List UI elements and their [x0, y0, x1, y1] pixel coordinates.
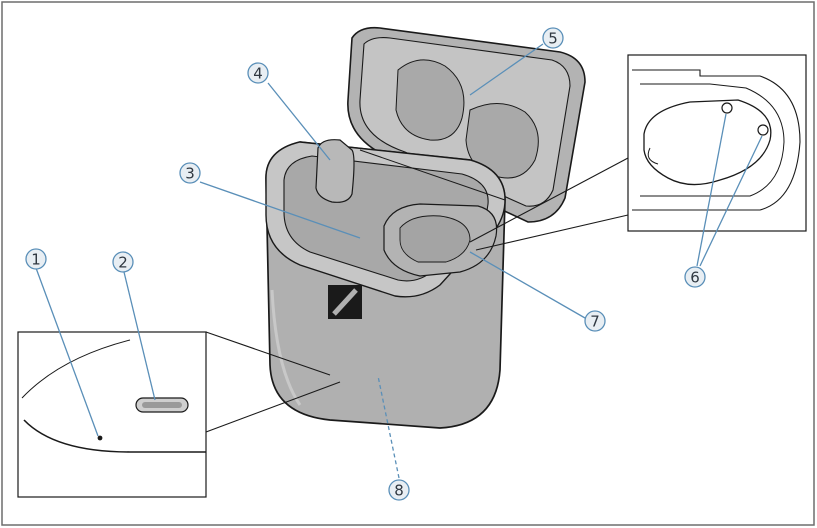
callout-3: 3: [179, 162, 201, 184]
leader-lines: [35, 43, 763, 479]
callout-1: 1: [25, 248, 47, 270]
status-led: [97, 435, 103, 441]
callout-label: 4: [253, 65, 263, 83]
callout-7: 7: [584, 310, 606, 332]
callout-6: 6: [684, 266, 706, 288]
callout-label: 1: [31, 251, 41, 269]
case-body: [265, 139, 506, 429]
charging-contact-1: [721, 102, 733, 114]
callout-label: 3: [185, 165, 195, 183]
callout-8: 8: [388, 479, 410, 501]
callout-label: 5: [548, 30, 558, 48]
callout-label: 2: [118, 254, 128, 272]
callout-label: 8: [394, 482, 404, 500]
detail-inset-front: [17, 331, 341, 498]
callout-5: 5: [542, 27, 564, 49]
callout-4: 4: [247, 62, 269, 84]
callout-label: 6: [690, 269, 700, 287]
charging-contact-2: [757, 124, 769, 136]
callout-label: 7: [590, 313, 600, 331]
case-lid: [347, 26, 586, 223]
detail-inset-contacts: [469, 54, 807, 251]
callout-2: 2: [112, 251, 134, 273]
